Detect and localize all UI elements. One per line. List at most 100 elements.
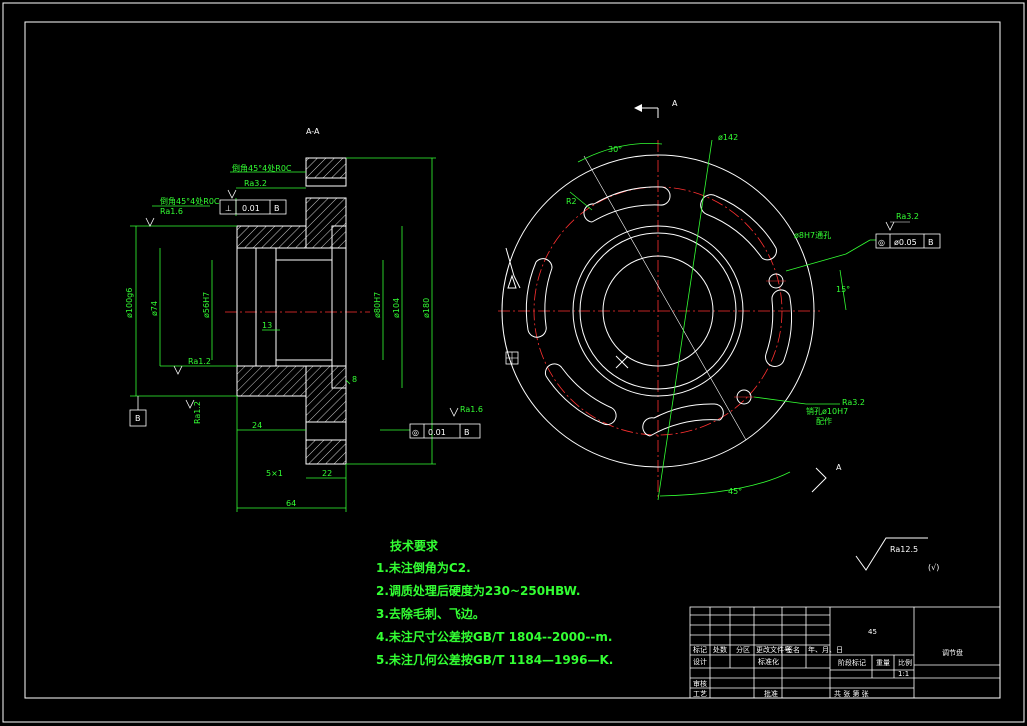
dim-104: ø104 <box>392 298 401 318</box>
svg-text:更改文件号: 更改文件号 <box>756 645 791 654</box>
title-block <box>689 606 1001 699</box>
dim-13: 13 <box>262 321 272 330</box>
svg-text:1:1: 1:1 <box>898 670 909 678</box>
dim-80: ø80H7 <box>373 292 382 318</box>
rough-hole: Ra3.2 <box>842 398 865 407</box>
end-view: 30° ø142 R2 15° 45° ø8H7通孔 销孔ø10H7 配作 Ra… <box>498 99 941 501</box>
svg-text:⊥: ⊥ <box>225 204 232 213</box>
datum-b-box: B <box>129 396 147 427</box>
svg-text:标准化: 标准化 <box>758 657 779 666</box>
dim-64: 64 <box>286 499 296 508</box>
surface-finish-note: Ra12.5 (√) <box>855 537 939 572</box>
requirement-item: 5.未注几何公差按GB/T 1184—1996—K. <box>376 652 613 667</box>
svg-text:审核: 审核 <box>693 679 707 688</box>
svg-text:签名: 签名 <box>786 645 800 654</box>
slot-left-bottom <box>545 367 613 425</box>
flange-top-hatch <box>305 197 347 249</box>
flange-bottom-hatch <box>305 365 347 423</box>
svg-text:ø0.05: ø0.05 <box>894 238 917 247</box>
flange-bottom-hatch2 <box>305 439 347 465</box>
technical-requirements: 技术要求 1.未注倒角为C2. 2.调质处理后硬度为230~250HBW. 3.… <box>376 538 613 667</box>
surface-finish-symbol: (√) <box>928 563 939 572</box>
gdt-frame-top: ⊥ 0.01 B <box>219 199 287 215</box>
svg-text:◎: ◎ <box>412 428 419 437</box>
cutting-plane-line <box>583 155 747 441</box>
rough-left: Ra1.6 <box>160 207 183 216</box>
dim-142: ø142 <box>718 133 738 142</box>
dim-180: ø180 <box>422 298 431 318</box>
part-name: 调节盘 <box>942 648 963 657</box>
rough-side: Ra1.2 <box>193 401 202 424</box>
slot-right-top <box>705 195 777 259</box>
svg-text:B: B <box>464 428 470 437</box>
dim-5x1: 5×1 <box>266 469 283 478</box>
dim-15: 15° <box>836 285 850 294</box>
svg-text:处数: 处数 <box>713 645 727 654</box>
svg-text:共 张 第 张: 共 张 第 张 <box>834 689 869 698</box>
view-label-a-top: A <box>672 99 678 108</box>
hole-note-bottom-1: 销孔ø10H7 <box>806 406 848 416</box>
section-view: A-A <box>125 127 483 512</box>
svg-text:B: B <box>135 414 141 423</box>
dim-24: 24 <box>252 421 262 430</box>
svg-text:重量: 重量 <box>876 659 890 667</box>
slot-right <box>765 297 793 361</box>
svg-text:批准: 批准 <box>764 689 778 698</box>
bore-inner <box>236 247 333 367</box>
flange-top-hatch2 <box>305 157 347 179</box>
dim-30: 30° <box>608 145 622 154</box>
gdt-frame-bottom: ◎ 0.01 B <box>409 423 481 439</box>
requirement-item: 4.未注尺寸公差按GB/T 1804--2000--m. <box>376 629 612 644</box>
svg-text:阶段标记: 阶段标记 <box>838 658 866 667</box>
slot-top <box>591 186 663 223</box>
bore-recess <box>331 225 347 389</box>
rough-mid: Ra1.2 <box>188 357 211 366</box>
rough-right: Ra1.6 <box>460 405 483 414</box>
hole-note-bottom-2: 配作 <box>816 416 832 426</box>
section-label: A-A <box>306 127 320 136</box>
svg-text:标记: 标记 <box>693 645 707 654</box>
dim-56: ø56H7 <box>202 292 211 318</box>
svg-text:年、月、日: 年、月、日 <box>808 645 843 654</box>
svg-text:0.01: 0.01 <box>428 428 446 437</box>
hub-circle <box>572 225 744 397</box>
gdt-frame-right: ◎ ø0.05 B <box>875 221 941 249</box>
outer-circle <box>501 154 815 468</box>
svg-text:B: B <box>928 238 934 247</box>
rough-top: Ra3.2 <box>244 179 267 188</box>
requirement-item: 1.未注倒角为C2. <box>376 560 471 575</box>
dim-74: ø74 <box>150 301 159 316</box>
hub-top-hatch <box>236 225 307 249</box>
svg-text:分区: 分区 <box>736 645 750 654</box>
hub-inner-circle <box>579 232 737 390</box>
title-block-text: 45 调节盘 标记 处数 分区 更改文件号 签名 年、月、日 设计 标准化 阶段… <box>693 628 963 698</box>
requirements-title: 技术要求 <box>390 538 439 553</box>
svg-text:设计: 设计 <box>693 657 707 666</box>
svg-text:0.01: 0.01 <box>242 204 260 213</box>
hub-bottom-hatch <box>236 365 307 397</box>
dim-45: 45° <box>728 487 742 496</box>
hole-note-top: ø8H7通孔 <box>794 230 831 240</box>
svg-text:B: B <box>274 204 280 213</box>
inner-frame <box>24 21 1001 699</box>
svg-text:比例: 比例 <box>898 658 912 667</box>
bore-circle <box>602 255 714 367</box>
dim-outer-dia: ø100g6 <box>125 288 134 318</box>
view-label-a-bottom: A <box>836 463 842 472</box>
chamfer-note-top: 倒角45°4处R0C <box>232 163 292 173</box>
slot-left <box>525 261 553 331</box>
requirement-item: 2.调质处理后硬度为230~250HBW. <box>376 583 580 598</box>
svg-text:◎: ◎ <box>878 238 885 247</box>
surface-finish-value: Ra12.5 <box>890 545 918 554</box>
bore-step <box>255 247 277 367</box>
flange-bottom-outer <box>305 421 347 465</box>
rough-right-view: Ra3.2 <box>896 212 919 221</box>
chamfer-note-left: 倒角45°4处R0C <box>160 196 220 206</box>
dim-8: 8 <box>352 375 357 384</box>
dim-22: 22 <box>322 469 332 478</box>
slot-bottom <box>649 403 721 437</box>
requirement-item: 3.去除毛刺、飞边。 <box>376 606 485 621</box>
svg-text:工艺: 工艺 <box>693 690 707 698</box>
